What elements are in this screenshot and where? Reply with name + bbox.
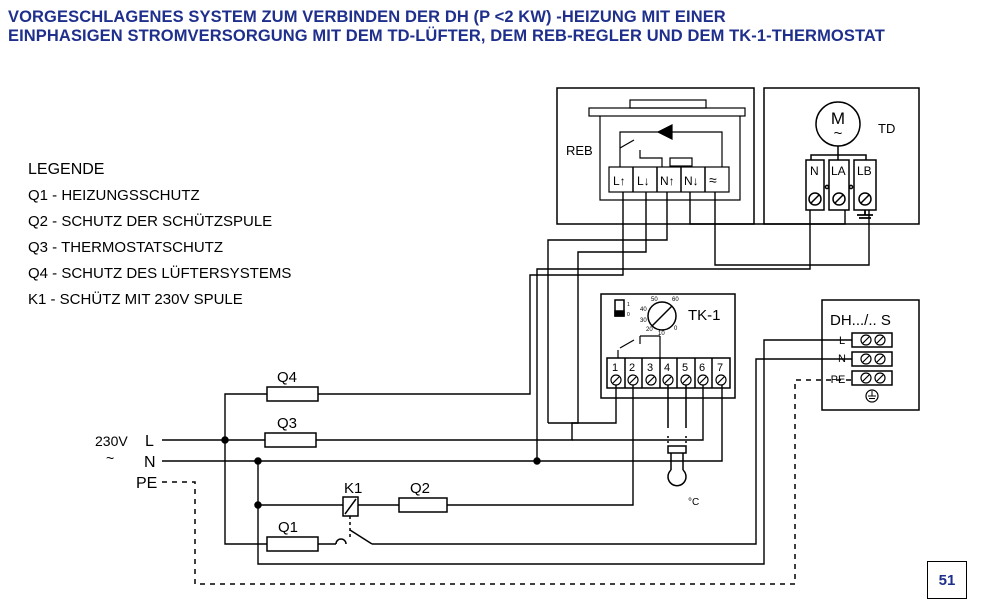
legend-item-q1: Q1 - HEIZUNGSSCHUTZ <box>28 187 200 204</box>
motor-label: M <box>831 109 845 128</box>
legend-item-k1: K1 - SCHÜTZ MIT 230V SPULE <box>28 291 243 308</box>
legend-item-q3: Q3 - THERMOSTATSCHUTZ <box>28 239 223 256</box>
temperature-sensor: °C <box>667 385 699 508</box>
tk1-terminal-5: 5 <box>682 362 688 374</box>
fuse-q4: Q4 <box>266 369 319 402</box>
tk1-switch-mark-0: 0 <box>627 312 630 318</box>
motor-ac-symbol: ~ <box>834 125 843 142</box>
pe-wire <box>162 379 852 585</box>
reb-terminal-3: N↑ <box>660 174 675 188</box>
fuse-q1-label: Q1 <box>278 519 298 536</box>
supply-pe: PE <box>136 475 157 492</box>
supply-voltage: 230V <box>95 433 128 449</box>
reb-terminal-2: L↓ <box>637 174 650 188</box>
fuse-q1: Q1 <box>266 519 319 552</box>
page-number: 51 <box>927 561 967 599</box>
page-title: VORGESCHLAGENES SYSTEM ZUM VERBINDEN DER… <box>8 8 885 46</box>
td-terminal-la: LA <box>831 164 846 178</box>
dial-tick-50: 50 <box>651 297 658 303</box>
dh-label: DH.../.. S <box>830 312 891 329</box>
td-terminal-lb: LB <box>857 164 872 178</box>
dial-tick-10: 10 <box>658 331 665 337</box>
tk1-label: TK-1 <box>688 307 721 324</box>
dh-heater: DH.../.. S L N -PE <box>821 299 920 411</box>
fuse-q3-label: Q3 <box>277 415 297 432</box>
tk1-thermostat: 1 0 50 60 40 30 20 10 0 TK-1 1 2 3 4 5 6… <box>600 293 736 399</box>
reb-terminal-1: L↑ <box>613 174 626 188</box>
title-line-2: EINPHASIGEN STROMVERSORGUNG MIT DEM TD-L… <box>8 27 885 45</box>
legend-item-q2: Q2 - SCHUTZ DER SCHÜTZSPULE <box>28 213 273 230</box>
tk1-terminal-7: 7 <box>717 362 723 374</box>
fuse-q2: Q2 <box>398 480 448 513</box>
reb-terminal-5: ≈ <box>709 172 717 188</box>
tk1-terminal-3: 3 <box>647 362 653 374</box>
reb-terminal-4: N↓ <box>684 174 699 188</box>
dial-tick-0: 0 <box>674 326 678 332</box>
dial-tick-40: 40 <box>640 307 647 313</box>
reb-label: REB <box>566 143 593 158</box>
fuse-q2-label: Q2 <box>410 480 430 497</box>
reb-regulator: REB L↑ L↓ N↑ N↓ ≈ <box>556 87 755 225</box>
legend-heading: LEGENDE <box>28 161 105 178</box>
supply-n: N <box>144 454 156 471</box>
fuse-q4-label: Q4 <box>277 369 297 386</box>
dial-tick-20: 20 <box>646 327 653 333</box>
sensor-unit: °C <box>688 497 699 508</box>
tk1-switch-mark-1: 1 <box>627 302 630 308</box>
dial-tick-60: 60 <box>672 297 679 303</box>
tk1-terminal-4: 4 <box>664 362 670 374</box>
supply-ac-symbol: ~ <box>106 450 114 466</box>
tk1-terminal-1: 1 <box>612 362 618 374</box>
td-terminal-n: N <box>810 164 819 178</box>
tk1-terminal-6: 6 <box>699 362 705 374</box>
contactor-k1: K1 <box>335 480 373 545</box>
k1-label: K1 <box>344 480 362 497</box>
title-line-1: VORGESCHLAGENES SYSTEM ZUM VERBINDEN DER… <box>8 8 726 26</box>
fuse-q3: Q3 <box>264 415 317 448</box>
dial-tick-30: 30 <box>640 318 647 324</box>
td-label: TD <box>878 121 895 136</box>
legend-item-q4: Q4 - SCHUTZ DES LÜFTERSYSTEMS <box>28 265 292 282</box>
tk1-terminal-2: 2 <box>629 362 635 374</box>
wires <box>162 192 870 565</box>
dh-terminal-l: L <box>839 335 845 347</box>
td-fan: M ~ TD N LA LB <box>763 87 920 225</box>
legend: LEGENDE Q1 - HEIZUNGSSCHUTZ Q2 - SCHUTZ … <box>28 157 291 313</box>
supply-l: L <box>145 433 154 450</box>
